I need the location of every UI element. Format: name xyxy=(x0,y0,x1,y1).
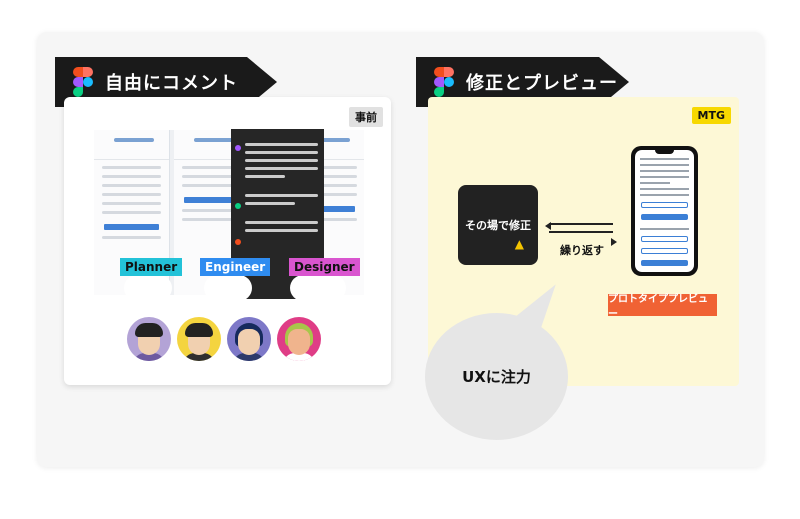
avatar-designer-2 xyxy=(277,317,321,361)
avatars xyxy=(127,317,321,361)
role-engineer: Engineer xyxy=(200,258,271,276)
repeat-label: 繰り返す xyxy=(560,244,604,257)
left-banner-title: 自由にコメント xyxy=(105,73,238,94)
cursor-icon: ▲ xyxy=(514,237,524,251)
ux-callout: UXに注力 xyxy=(425,313,568,440)
phone-mock xyxy=(631,146,698,276)
avatar-engineer xyxy=(177,317,221,361)
speech-bubble xyxy=(124,275,172,301)
edit-box-label: その場で修正 xyxy=(465,219,531,232)
repeat-arrows xyxy=(545,221,617,246)
phone-screen xyxy=(635,150,694,272)
speech-bubble xyxy=(204,275,252,301)
figma-logo-icon xyxy=(73,67,93,97)
avatar-designer-1 xyxy=(227,317,271,361)
role-designer: Designer xyxy=(289,258,360,276)
prototype-preview-button[interactable]: プロトタイププレビュー xyxy=(608,294,717,320)
mtg-tag: MTG xyxy=(691,107,731,124)
speech-bubble xyxy=(290,275,346,301)
comment-panel: 事前 Planner Engineer Design xyxy=(64,97,391,385)
ux-callout-text: UXに注力 xyxy=(462,368,531,386)
edit-box: その場で修正 ▲ xyxy=(458,185,538,265)
role-planner: Planner xyxy=(120,258,183,276)
right-banner-title: 修正とプレビュー xyxy=(466,73,618,94)
avatar-planner xyxy=(127,317,171,361)
pre-tag: 事前 xyxy=(349,107,383,127)
figma-logo-icon xyxy=(434,67,454,97)
